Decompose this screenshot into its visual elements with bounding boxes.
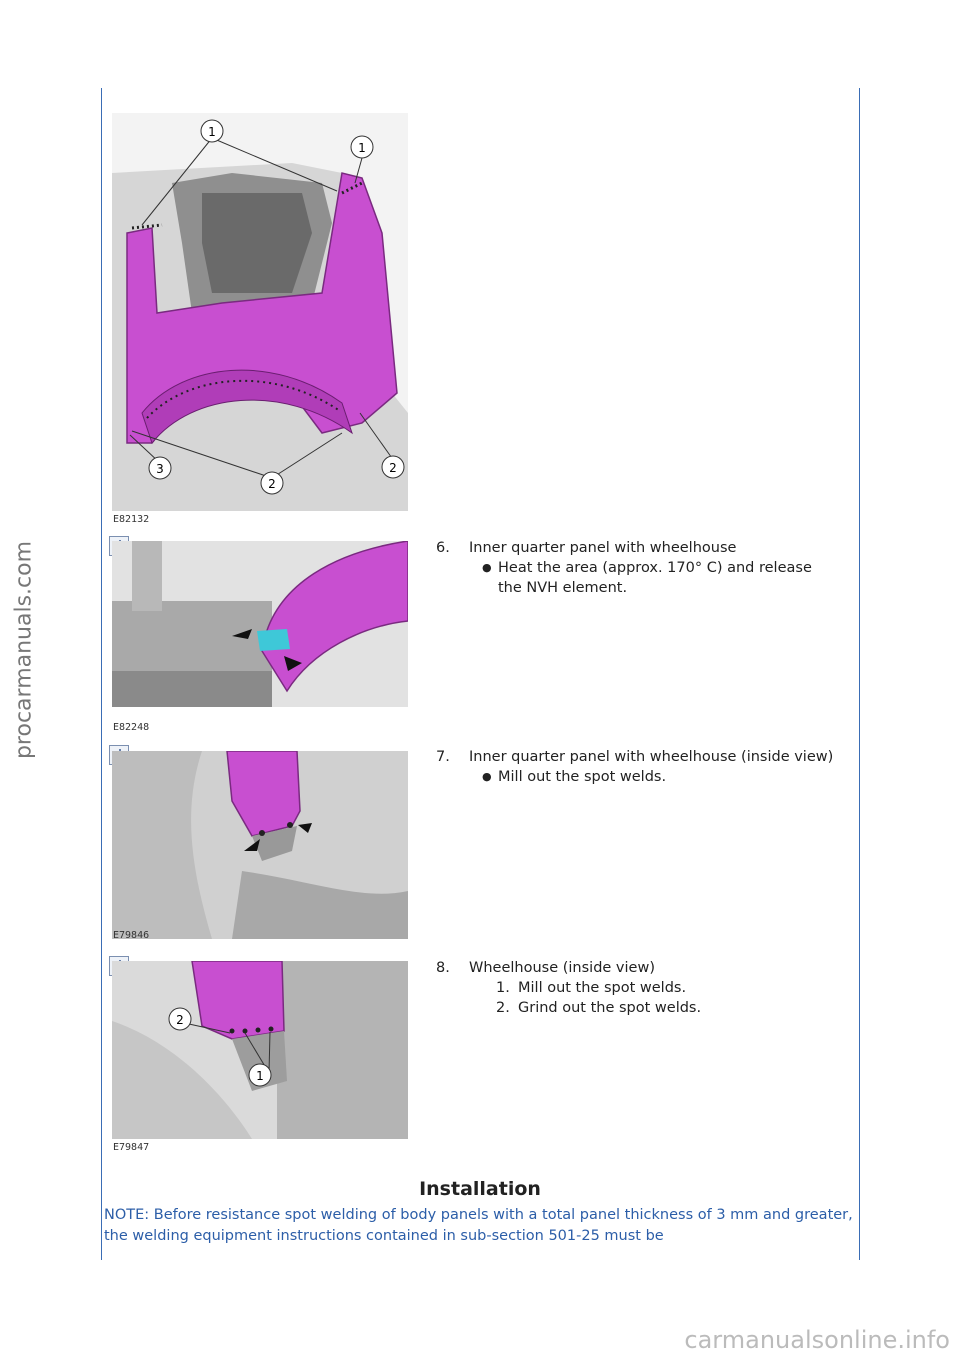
section-heading: Installation: [419, 1178, 541, 1200]
substep-number: 1.: [496, 980, 510, 996]
step-number: 8.: [436, 960, 450, 976]
callout-2: 2: [168, 1007, 192, 1031]
step-bullets: Mill out the spot welds.: [436, 767, 836, 787]
svg-text:2: 2: [389, 461, 397, 475]
figure-e82132: 1 1 2 2 3: [112, 113, 408, 511]
list-item: Heat the area (approx. 170° C) and relea…: [482, 558, 836, 598]
figure-e79846: [112, 751, 408, 939]
note-text: NOTE: Before resistance spot welding of …: [104, 1207, 853, 1244]
svg-text:2: 2: [268, 477, 276, 491]
callout-1: 1: [248, 1063, 272, 1087]
svg-text:1: 1: [208, 125, 216, 139]
step-number: 6.: [436, 540, 450, 556]
list-item: 2. Grind out the spot welds.: [496, 998, 836, 1018]
callout-1a: 1: [200, 119, 224, 143]
svg-text:2: 2: [176, 1013, 184, 1027]
watermark-vertical: procarmanuals.com: [4, 500, 44, 800]
figure-code: E79847: [113, 1142, 150, 1153]
right-margin-rule: [859, 88, 860, 1260]
figure-e79846-illustration: [112, 751, 408, 939]
callout-3: 3: [148, 456, 172, 480]
step-substeps: 1. Mill out the spot welds. 2. Grind out t…: [436, 978, 836, 1018]
figure-e82248-illustration: [112, 541, 408, 707]
figure-code: E79846: [113, 930, 150, 941]
figure-e82132-illustration: 1 1 2 2 3: [112, 113, 408, 511]
watermark-vertical-text: procarmanuals.com: [11, 540, 37, 760]
figure-e82248: [112, 541, 408, 707]
step-7: 7. Inner quarter panel with wheelhouse (…: [436, 747, 836, 787]
step-title: Wheelhouse (inside view): [469, 960, 655, 976]
substep-number: 2.: [496, 1000, 510, 1016]
figure-code: E82248: [113, 722, 150, 733]
step-8: 8. Wheelhouse (inside view) 1. Mill out t…: [436, 958, 836, 1018]
callout-1b: 1: [350, 135, 374, 159]
list-item: 1. Mill out the spot welds.: [496, 978, 836, 998]
step-bullets: Heat the area (approx. 170° C) and relea…: [436, 558, 836, 598]
substep-text: Mill out the spot welds.: [518, 980, 687, 996]
step-number: 7.: [436, 749, 450, 765]
figure-code: E82132: [113, 514, 150, 525]
callout-2a: 2: [260, 471, 284, 495]
step-6: 6. Inner quarter panel with wheelhouse H…: [436, 538, 836, 598]
step-title: Inner quarter panel with wheelhouse: [469, 540, 737, 556]
figure-e79847-illustration: 2 1: [112, 961, 408, 1139]
watermark-bottom: carmanualsonline.info: [684, 1326, 950, 1354]
svg-text:1: 1: [256, 1069, 264, 1083]
svg-text:3: 3: [156, 462, 164, 476]
figure-e79847: 2 1: [112, 961, 408, 1139]
left-margin-rule: [101, 88, 102, 1260]
svg-text:1: 1: [358, 141, 366, 155]
substep-text: Grind out the spot welds.: [518, 1000, 702, 1016]
callout-2b: 2: [381, 455, 405, 479]
step-title: Inner quarter panel with wheelhouse (ins…: [469, 749, 834, 765]
list-item: Mill out the spot welds.: [482, 767, 836, 787]
